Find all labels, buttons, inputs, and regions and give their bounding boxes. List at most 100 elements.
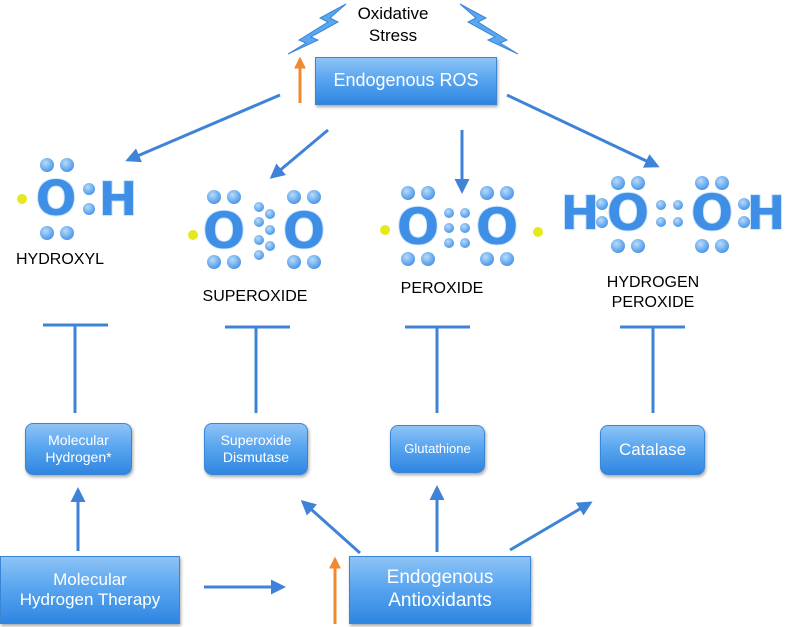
- hydrogen-peroxide-label-line-1: HYDROGEN: [606, 274, 700, 291]
- electron: [631, 176, 645, 190]
- oxygen-atom-1: O: [397, 198, 440, 256]
- superoxide-label: SUPEROXIDE: [195, 287, 315, 307]
- inhibition-hydrogen-peroxide: [620, 325, 685, 413]
- electron: [715, 176, 729, 190]
- hydrogen-atom-1: H: [561, 186, 600, 240]
- electron: [307, 190, 321, 204]
- arrow-ros-to-hydroxyl: [125, 93, 281, 163]
- title-line-2: Stress: [368, 26, 418, 46]
- arrow-ros-to-hydrogen-peroxide: [506, 93, 660, 168]
- hydroxyl-label-line: HYDROXYL: [15, 251, 105, 268]
- endogenous-ros-label: Endogenous ROS: [333, 70, 479, 91]
- electron: [673, 200, 683, 210]
- electron: [656, 217, 666, 227]
- electron: [695, 176, 709, 190]
- peroxide-label-line: PEROXIDE: [400, 280, 484, 297]
- oxidative-stress-title: Oxidative Stress: [333, 3, 453, 47]
- electron: [287, 190, 301, 204]
- therapy-line-1: Molecular: [53, 569, 127, 589]
- electron: [254, 235, 264, 245]
- inhibition-peroxide: [405, 325, 470, 413]
- oxygen-atom: O: [36, 171, 77, 227]
- electron: [254, 217, 264, 227]
- electron: [656, 200, 666, 210]
- hydroxyl-label: HYDROXYL: [5, 250, 115, 270]
- endogenous-ros-box: Endogenous ROS: [315, 57, 497, 105]
- electron: [738, 198, 750, 210]
- title-line-1: Oxidative: [357, 4, 429, 23]
- electron: [673, 217, 683, 227]
- molecular-hydrogen-line-1: Molecular: [48, 432, 109, 449]
- inhibition-superoxide: [225, 325, 290, 413]
- electron: [611, 239, 625, 253]
- arrow-antioxidants-to-sod: [300, 499, 362, 555]
- oxygen-atom-1: O: [203, 202, 246, 260]
- electron: [265, 241, 275, 251]
- electron: [421, 252, 435, 266]
- electron: [40, 226, 54, 240]
- electron: [460, 238, 470, 248]
- molecular-hydrogen-box: Molecular Hydrogen*: [25, 423, 132, 475]
- superoxide-dismutase-line-2: Dismutase: [222, 449, 290, 465]
- unpaired-electron-left: [380, 225, 390, 235]
- electron: [60, 226, 74, 240]
- electron: [254, 250, 264, 260]
- oxygen-atom-2: O: [283, 202, 326, 260]
- electron: [480, 186, 494, 200]
- superoxide-label-line: SUPEROXIDE: [202, 288, 308, 305]
- electron: [444, 238, 454, 248]
- electron: [444, 208, 454, 218]
- electron: [611, 176, 625, 190]
- electron: [40, 158, 54, 172]
- arrow-antioxidants-to-catalase: [509, 501, 593, 552]
- oxygen-atom-2: O: [691, 184, 734, 242]
- electron: [596, 216, 608, 228]
- electron: [480, 252, 494, 266]
- electron: [500, 252, 514, 266]
- electron: [401, 186, 415, 200]
- electron: [460, 208, 470, 218]
- lightning-left-icon: [287, 3, 347, 55]
- hydrogen-peroxide-label-line-2: PEROXIDE: [611, 294, 695, 311]
- electron: [254, 202, 264, 212]
- oxygen-atom-2: O: [476, 198, 519, 256]
- electron: [460, 223, 470, 233]
- electron: [695, 239, 709, 253]
- electron: [715, 239, 729, 253]
- inhibition-hydroxyl: [43, 323, 108, 413]
- therapy-line-2: Hydrogen Therapy: [19, 590, 161, 609]
- glutathione-line-1: Glutathione: [404, 441, 471, 457]
- molecular-hydrogen-therapy-box: Molecular Hydrogen Therapy: [0, 556, 180, 624]
- oxygen-atom-1: O: [607, 184, 650, 242]
- electron: [83, 183, 95, 195]
- electron: [227, 255, 241, 269]
- electron: [265, 225, 275, 235]
- electron: [500, 186, 514, 200]
- antioxidants-line-1: Endogenous: [386, 567, 494, 589]
- electron: [307, 255, 321, 269]
- molecular-hydrogen-line-2: Hydrogen*: [45, 449, 112, 465]
- electron: [287, 255, 301, 269]
- unpaired-electron: [188, 230, 198, 240]
- lightning-right-icon: [459, 3, 519, 55]
- superoxide-dismutase-line-1: Superoxide: [220, 432, 292, 449]
- arrow-ros-to-superoxide: [269, 128, 329, 179]
- catalase-box: Catalase: [600, 425, 705, 475]
- unpaired-electron: [17, 194, 27, 204]
- hydrogen-atom-2: H: [747, 186, 785, 240]
- electron: [631, 239, 645, 253]
- electron: [60, 158, 74, 172]
- peroxide-label: PEROXIDE: [392, 279, 492, 299]
- catalase-line-1: Catalase: [618, 439, 687, 459]
- electron: [444, 223, 454, 233]
- electron: [401, 252, 415, 266]
- hydrogen-atom: H: [99, 172, 138, 226]
- electron: [421, 186, 435, 200]
- electron: [207, 255, 221, 269]
- endogenous-antioxidants-box: Endogenous Antioxidants: [349, 556, 531, 624]
